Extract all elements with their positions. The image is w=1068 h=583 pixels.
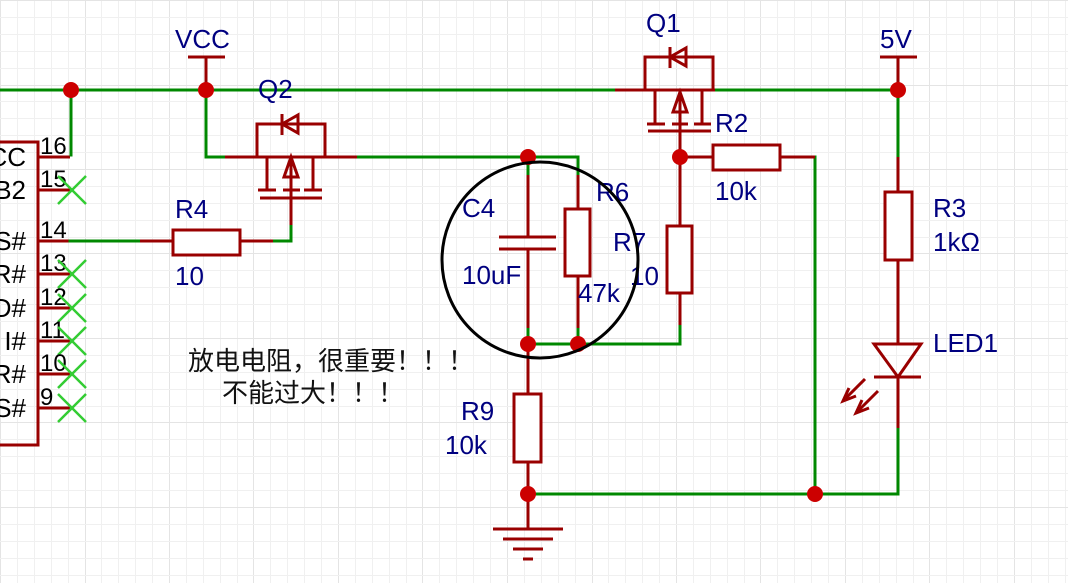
r3-ref: R3 — [933, 193, 966, 223]
no-connect-icon — [57, 326, 87, 356]
ic-pins: 16CC15B214S#13R#12D#11I#10R#9S# — [0, 133, 87, 423]
pin-name: B2 — [0, 175, 26, 205]
q2-mosfet[interactable]: Q2 — [225, 74, 357, 225]
r3-value: 1kΩ — [933, 227, 980, 257]
r9-value: 10k — [445, 430, 488, 460]
pin-name: R# — [0, 359, 27, 389]
no-connect-icon — [57, 359, 87, 389]
ic-pin[interactable]: 12D# — [0, 284, 87, 323]
light-emission-icon — [840, 377, 880, 416]
pin-name: R# — [0, 259, 27, 289]
highlight-circle — [440, 160, 640, 360]
r2-value: 10k — [715, 176, 758, 206]
5v-label: 5V — [880, 24, 912, 54]
junction — [63, 82, 79, 98]
r2-resistor[interactable]: R2 10k — [680, 108, 815, 206]
ic-pin[interactable]: 13R# — [0, 250, 87, 289]
ic-pin[interactable]: 10R# — [0, 350, 87, 389]
r6-value: 47k — [578, 278, 621, 308]
c4-ref: C4 — [462, 193, 495, 223]
r3-resistor[interactable]: R3 1kΩ — [883, 157, 980, 344]
ic-pin[interactable]: 9 S# — [0, 384, 87, 423]
annotation-line2: 不能过大！！！ — [222, 379, 404, 409]
5v-symbol: 5V — [880, 24, 917, 90]
c4-value: 10uF — [462, 260, 521, 290]
junctions — [63, 82, 906, 502]
junction — [672, 149, 688, 165]
no-connect-icon — [57, 393, 87, 423]
r4-resistor[interactable]: R4 10 — [140, 194, 273, 291]
ic-pin[interactable]: 11I# — [4, 317, 87, 356]
pin-name: D# — [0, 293, 27, 323]
pin-number: 9 — [40, 384, 53, 411]
led1-ref: LED1 — [933, 328, 998, 358]
ic-symbol[interactable]: 16CC15B214S#13R#12D#11I#10R#9S# — [0, 133, 87, 447]
c4-capacitor[interactable]: C4 10uF — [462, 175, 556, 328]
junction — [890, 82, 906, 98]
ground-symbol — [493, 494, 563, 561]
pin-name: S# — [0, 393, 27, 423]
led1-diode[interactable]: LED1 — [840, 328, 998, 428]
pin-name: I# — [4, 326, 26, 356]
no-connect-icon — [57, 293, 87, 323]
no-connect-icon — [57, 175, 87, 205]
pin-number: 14 — [40, 217, 67, 244]
pin-name: CC — [0, 142, 26, 172]
annotation-note: 放电电阻，很重要！！！ 不能过大！！！ — [188, 347, 474, 409]
r7-ref: R7 — [613, 227, 646, 257]
q1-mosfet[interactable]: Q1 — [615, 8, 715, 175]
junction — [520, 486, 536, 502]
junction — [198, 82, 214, 98]
vcc-symbol: VCC — [175, 24, 230, 90]
ic-pin[interactable]: 16 CC — [0, 133, 70, 172]
pin-number: 16 — [40, 133, 67, 160]
vcc-label: VCC — [175, 24, 230, 54]
ic-body — [0, 140, 40, 447]
q1-ref: Q1 — [646, 8, 681, 38]
no-connect-icon — [57, 259, 87, 289]
junction — [807, 486, 823, 502]
r4-ref: R4 — [175, 194, 208, 224]
pin-name: S# — [0, 226, 27, 256]
q2-ref: Q2 — [258, 74, 293, 104]
junction — [520, 336, 536, 352]
ic-pin[interactable]: 14 S# — [0, 217, 70, 256]
r4-value: 10 — [175, 261, 204, 291]
annotation-line1: 放电电阻，很重要！！！ — [188, 347, 474, 377]
r2-ref: R2 — [715, 108, 748, 138]
r9-ref: R9 — [461, 396, 494, 426]
r9-resistor[interactable]: R9 10k — [445, 344, 543, 494]
